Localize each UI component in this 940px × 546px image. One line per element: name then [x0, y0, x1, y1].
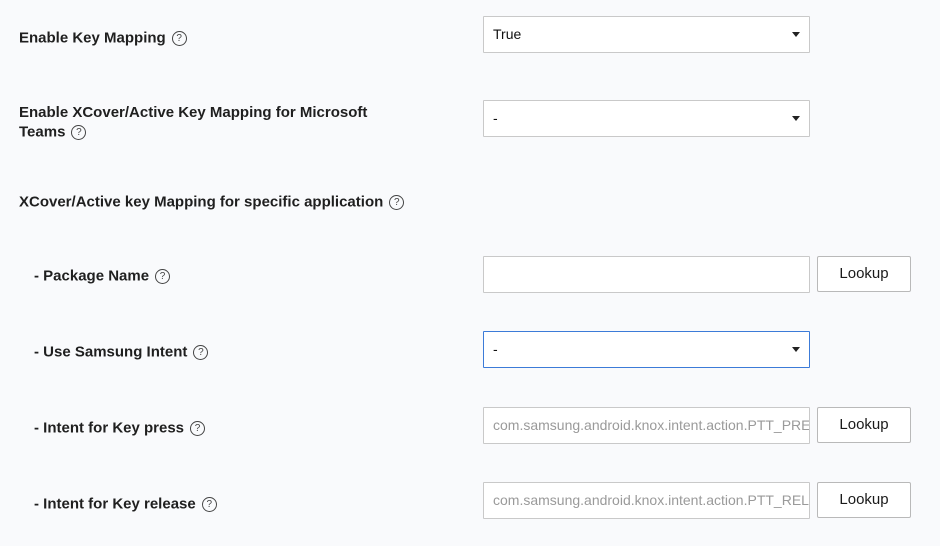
- enable-key-mapping-select[interactable]: True: [483, 16, 810, 53]
- use-samsung-intent-value: -: [493, 341, 498, 357]
- intent-key-press-lookup-button[interactable]: Lookup: [817, 407, 911, 443]
- help-icon[interactable]: ?: [201, 496, 217, 512]
- intent-key-release-input[interactable]: com.samsung.android.knox.intent.action.P…: [483, 482, 810, 519]
- help-icon[interactable]: ?: [171, 30, 187, 46]
- teams-mapping-select[interactable]: -: [483, 100, 810, 137]
- teams-mapping-label: Enable XCover/Active Key Mapping for Mic…: [19, 104, 368, 141]
- help-icon[interactable]: ?: [155, 268, 171, 284]
- intent-key-release-lookup-button[interactable]: Lookup: [817, 482, 911, 518]
- intent-key-release-label: - Intent for Key release?: [34, 494, 217, 514]
- use-samsung-intent-label: - Use Samsung Intent?: [34, 342, 209, 362]
- help-icon[interactable]: ?: [190, 420, 206, 436]
- enable-key-mapping-value: True: [493, 26, 522, 42]
- intent-key-press-input[interactable]: com.samsung.android.knox.intent.action.P…: [483, 407, 810, 444]
- help-icon[interactable]: ?: [193, 344, 209, 360]
- package-name-label: - Package Name?: [34, 266, 171, 286]
- intent-key-press-label: - Intent for Key press?: [34, 418, 206, 438]
- package-name-input[interactable]: [483, 256, 810, 293]
- specific-app-section-title: XCover/Active key Mapping for specific a…: [19, 192, 405, 212]
- caret-down-icon: [792, 347, 800, 352]
- enable-key-mapping-label: Enable Key Mapping?: [19, 28, 187, 48]
- package-name-lookup-button[interactable]: Lookup: [817, 256, 911, 292]
- use-samsung-intent-select[interactable]: -: [483, 331, 810, 368]
- caret-down-icon: [792, 32, 800, 37]
- caret-down-icon: [792, 116, 800, 121]
- help-icon[interactable]: ?: [389, 194, 405, 210]
- teams-mapping-value: -: [493, 110, 498, 126]
- help-icon[interactable]: ?: [71, 124, 87, 140]
